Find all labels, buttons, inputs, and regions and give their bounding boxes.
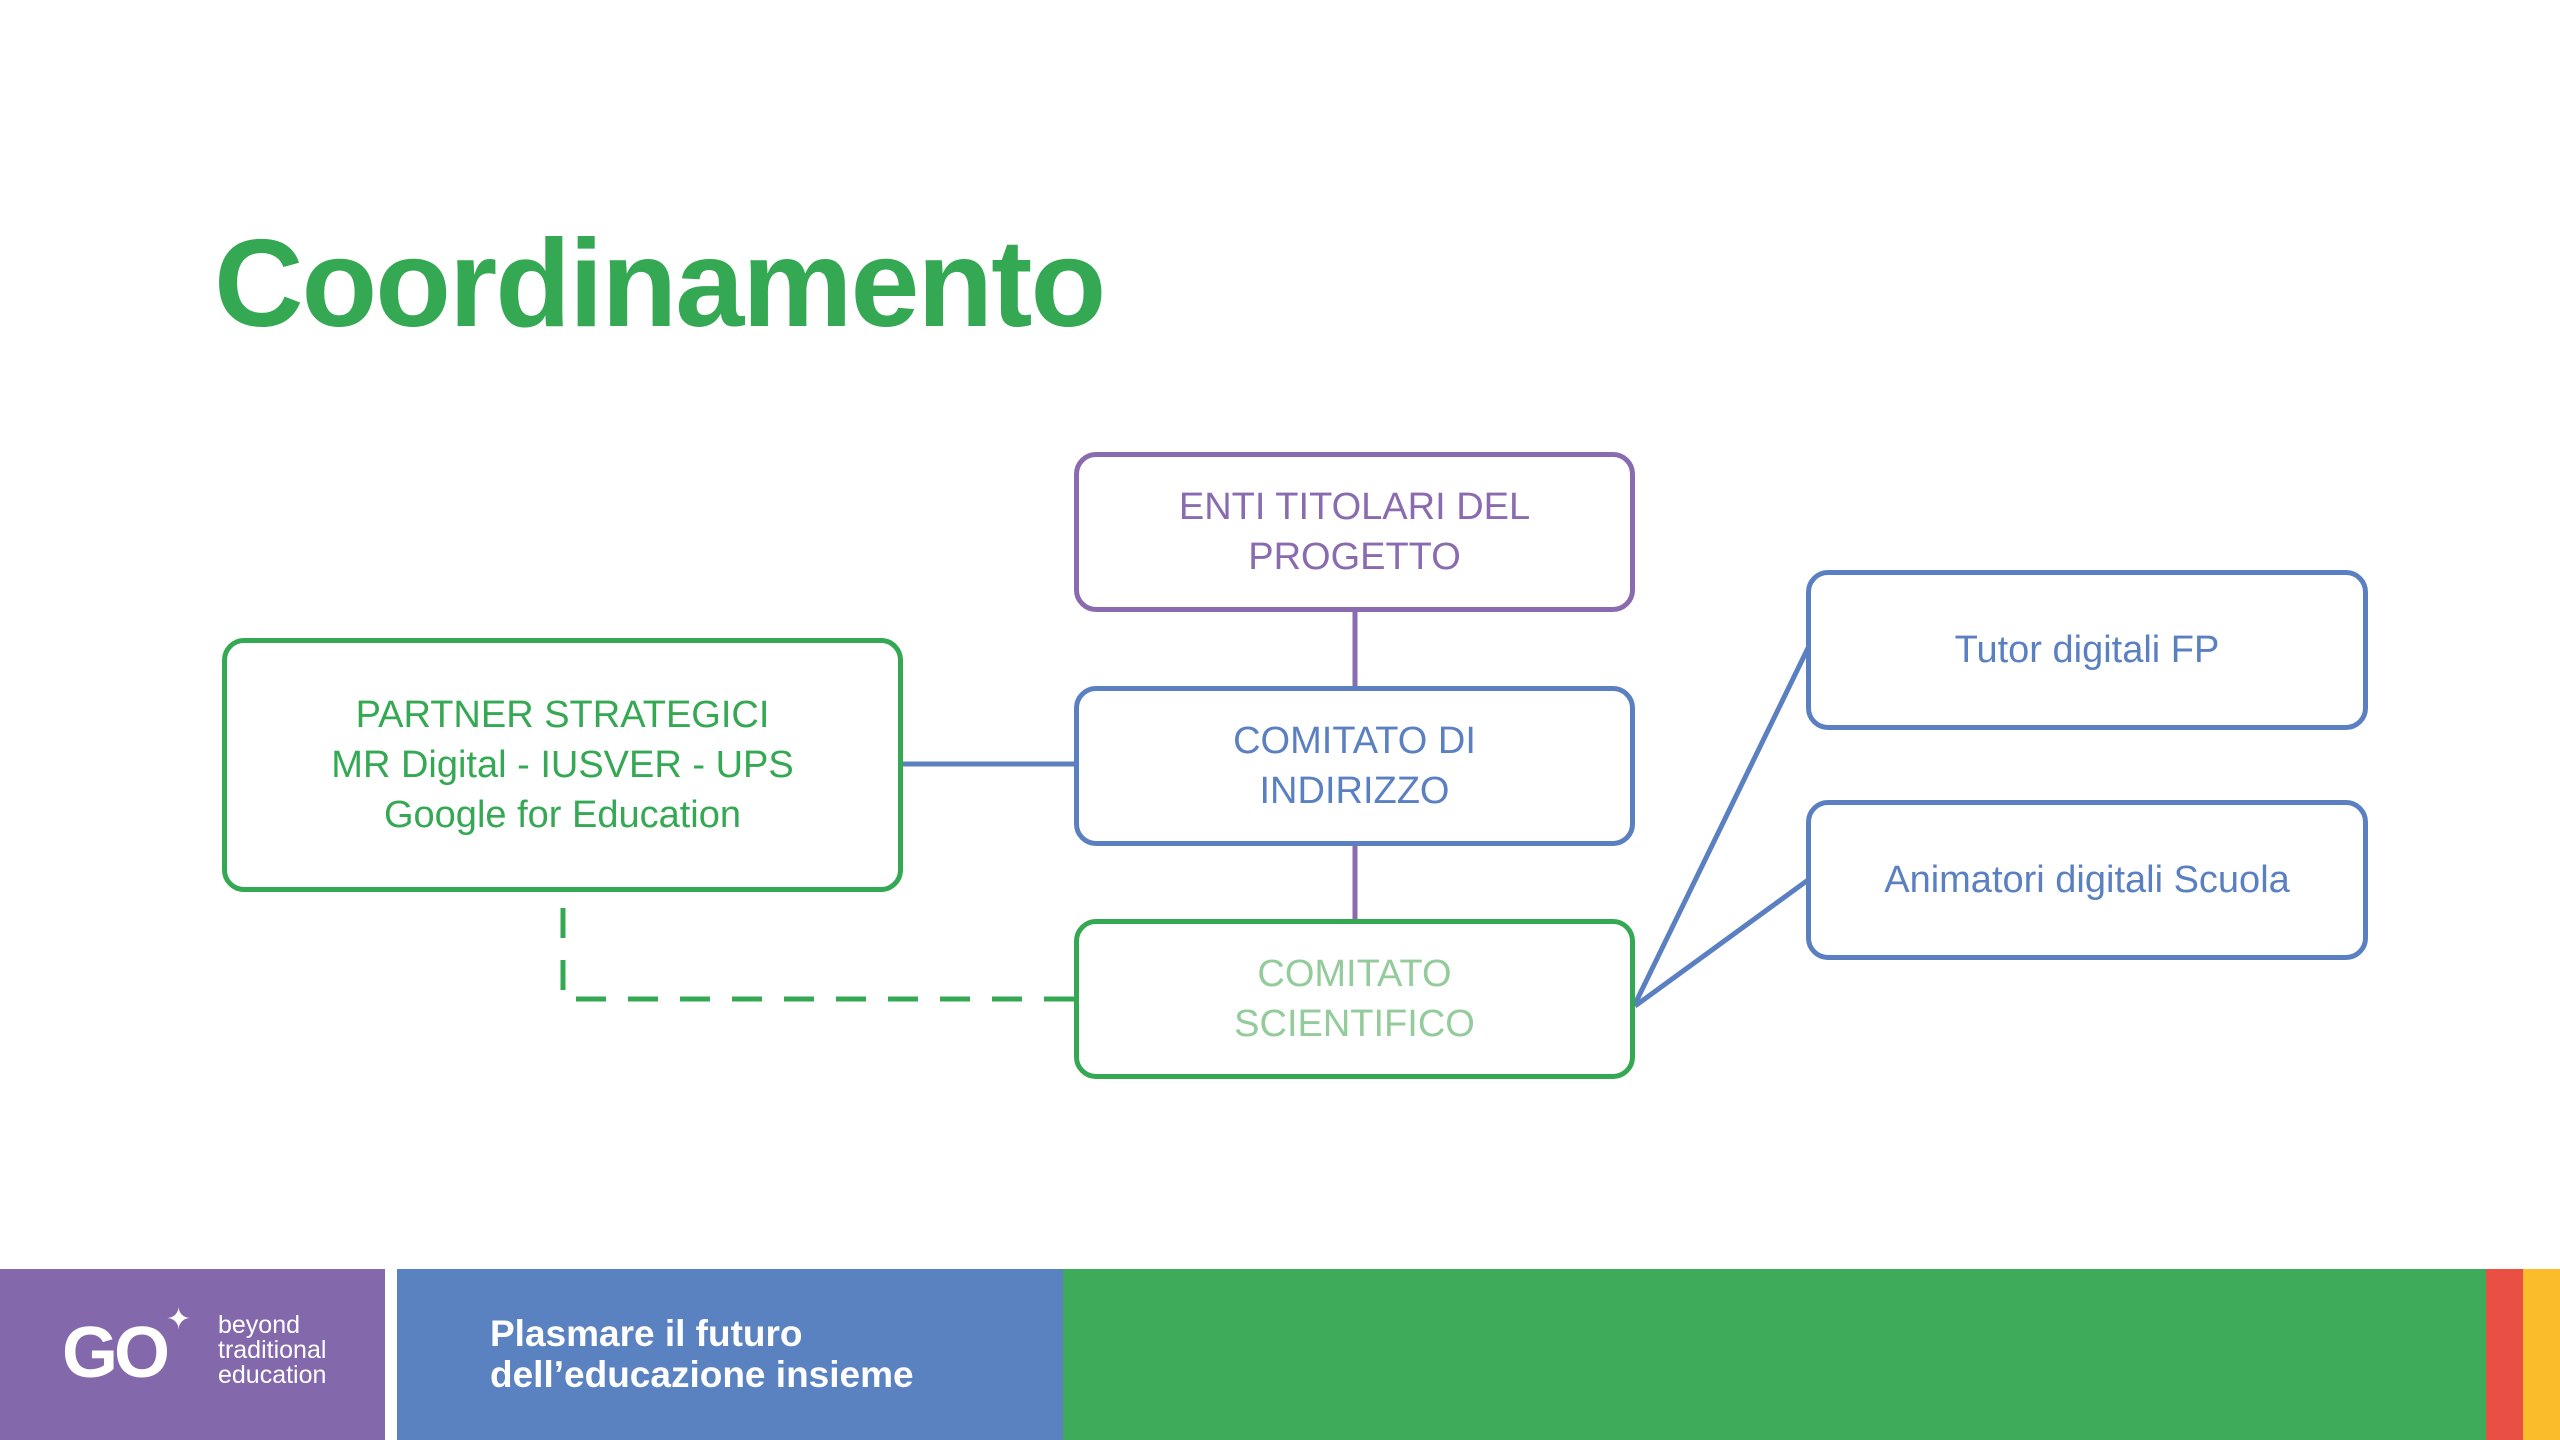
logo-go: GO <box>62 1313 170 1393</box>
node-animatori-digitali: Animatori digitali Scuola <box>1806 800 2368 960</box>
node-label: PARTNER STRATEGICI MR Digital - IUSVER -… <box>331 694 794 836</box>
node-label: COMITATO SCIENTIFICO <box>1234 953 1475 1045</box>
footer-tagline: Plasmare il futuro dell’educazione insie… <box>490 1313 914 1395</box>
node-partner-strategici: PARTNER STRATEGICI MR Digital - IUSVER -… <box>222 638 903 892</box>
footer-yellow-block <box>2523 1269 2560 1440</box>
page-title: Coordinamento <box>214 215 1106 353</box>
sparkle-icon: ✦ <box>166 1303 192 1336</box>
node-label: ENTI TITOLARI DEL PROGETTO <box>1178 486 1531 578</box>
logo-text: beyond traditional education <box>218 1311 327 1389</box>
connector-scientifico-animatori <box>1633 877 1810 1009</box>
node-label: Tutor digitali FP <box>1954 629 2220 671</box>
node-label: COMITATO DI INDIRIZZO <box>1233 720 1476 812</box>
node-label: Animatori digitali Scuola <box>1884 859 2290 901</box>
footer-purple-block <box>0 1269 385 1440</box>
connector-partner-scientifico-dashed <box>560 908 1074 1002</box>
footer-blue-block <box>397 1269 1063 1440</box>
connector-scientifico-tutor <box>1632 646 1811 1006</box>
node-comitato-scientifico: COMITATO SCIENTIFICO <box>1074 919 1635 1079</box>
footer-red-block <box>2486 1269 2523 1440</box>
node-comitato-indirizzo: COMITATO DI INDIRIZZO <box>1074 686 1635 846</box>
footer-green-block <box>1063 1269 2486 1440</box>
node-enti-titolari: ENTI TITOLARI DEL PROGETTO <box>1074 452 1635 612</box>
node-tutor-digitali: Tutor digitali FP <box>1806 570 2368 730</box>
